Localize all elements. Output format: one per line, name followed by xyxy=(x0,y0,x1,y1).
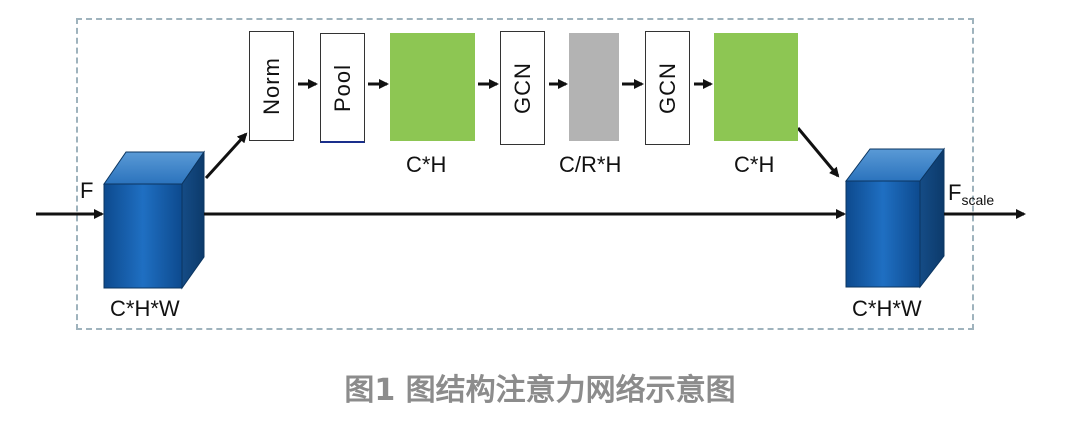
feature-to-cube-arrow xyxy=(796,127,840,178)
gcn-label-1: GCN xyxy=(509,62,535,114)
figure-caption: 图1 图结构注意力网络示意图 xyxy=(344,373,736,408)
input-cube xyxy=(103,150,205,290)
gcn-label-2: GCN xyxy=(654,62,680,114)
norm-label: Norm xyxy=(258,57,284,115)
input-label: F xyxy=(80,178,94,203)
output-label-main: F xyxy=(948,180,962,205)
feature-map-last xyxy=(714,33,798,141)
gcn-block-2: GCN xyxy=(645,31,690,145)
feature-map-reduced xyxy=(569,33,619,141)
module-frame xyxy=(76,18,974,330)
gcn-block-1: GCN xyxy=(500,31,545,145)
pool-block: Pool xyxy=(320,33,365,143)
norm-block: Norm xyxy=(249,31,294,141)
feature-first-dim-label: C*H xyxy=(406,152,447,177)
feature-reduced-dim-label: C/R*H xyxy=(559,152,622,177)
output-label: Fscale xyxy=(948,180,995,208)
pool-label: Pool xyxy=(329,63,355,112)
output-cube xyxy=(845,147,945,289)
input-cube-dim-label: C*H*W xyxy=(110,296,180,321)
feature-last-dim-label: C*H xyxy=(734,152,775,177)
feature-map-first xyxy=(390,33,475,141)
cube-to-norm-arrow xyxy=(204,132,248,180)
output-label-subscript: scale xyxy=(961,192,995,208)
output-cube-dim-label: C*H*W xyxy=(852,296,922,321)
